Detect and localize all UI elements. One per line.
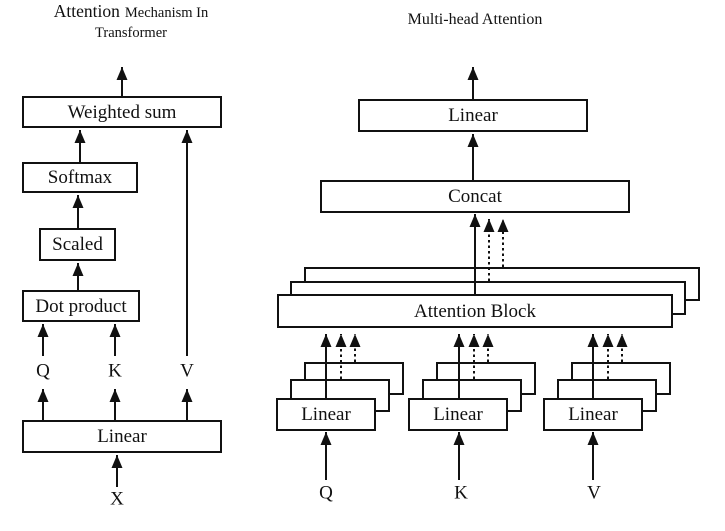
v-linear-label: Linear xyxy=(568,404,618,425)
dot-product-box: Dot product xyxy=(22,290,140,322)
scaled-box: Scaled xyxy=(39,228,116,261)
output-linear-box: Linear xyxy=(358,99,588,132)
left-v-label: V xyxy=(180,360,194,382)
attention-block-box: Attention Block xyxy=(277,294,673,328)
v-linear-box: Linear xyxy=(543,398,643,431)
left-title-line1-rest: Mechanism In xyxy=(124,5,209,21)
concat-label: Concat xyxy=(448,186,502,207)
right-k-label: K xyxy=(454,482,468,504)
k-linear-box: Linear xyxy=(408,398,508,431)
right-v-label: V xyxy=(587,482,601,504)
weighted-sum-label: Weighted sum xyxy=(67,101,177,123)
scaled-label: Scaled xyxy=(52,234,103,255)
softmax-label: Softmax xyxy=(47,167,113,188)
left-k-label: K xyxy=(108,360,122,382)
q-linear-box: Linear xyxy=(276,398,376,431)
softmax-box: Softmax xyxy=(22,162,138,193)
left-q-label: Q xyxy=(36,360,50,382)
left-linear-label: Linear xyxy=(97,426,147,447)
output-linear-label: Linear xyxy=(448,105,498,126)
attention-block-label: Attention Block xyxy=(414,300,536,322)
q-linear-label: Linear xyxy=(301,404,351,425)
left-linear-box: Linear xyxy=(22,420,222,453)
dot-product-label: Dot product xyxy=(35,295,127,317)
left-title-word-attention: Attention xyxy=(53,1,120,21)
weighted-sum-box: Weighted sum xyxy=(22,96,222,128)
concat-box: Concat xyxy=(320,180,630,213)
right-q-label: Q xyxy=(319,482,333,504)
x-input-label: X xyxy=(110,488,124,510)
right-diagram-title: Multi-head Attention xyxy=(407,11,543,28)
k-linear-label: Linear xyxy=(433,404,483,425)
left-title-line2: Transformer xyxy=(95,24,167,41)
